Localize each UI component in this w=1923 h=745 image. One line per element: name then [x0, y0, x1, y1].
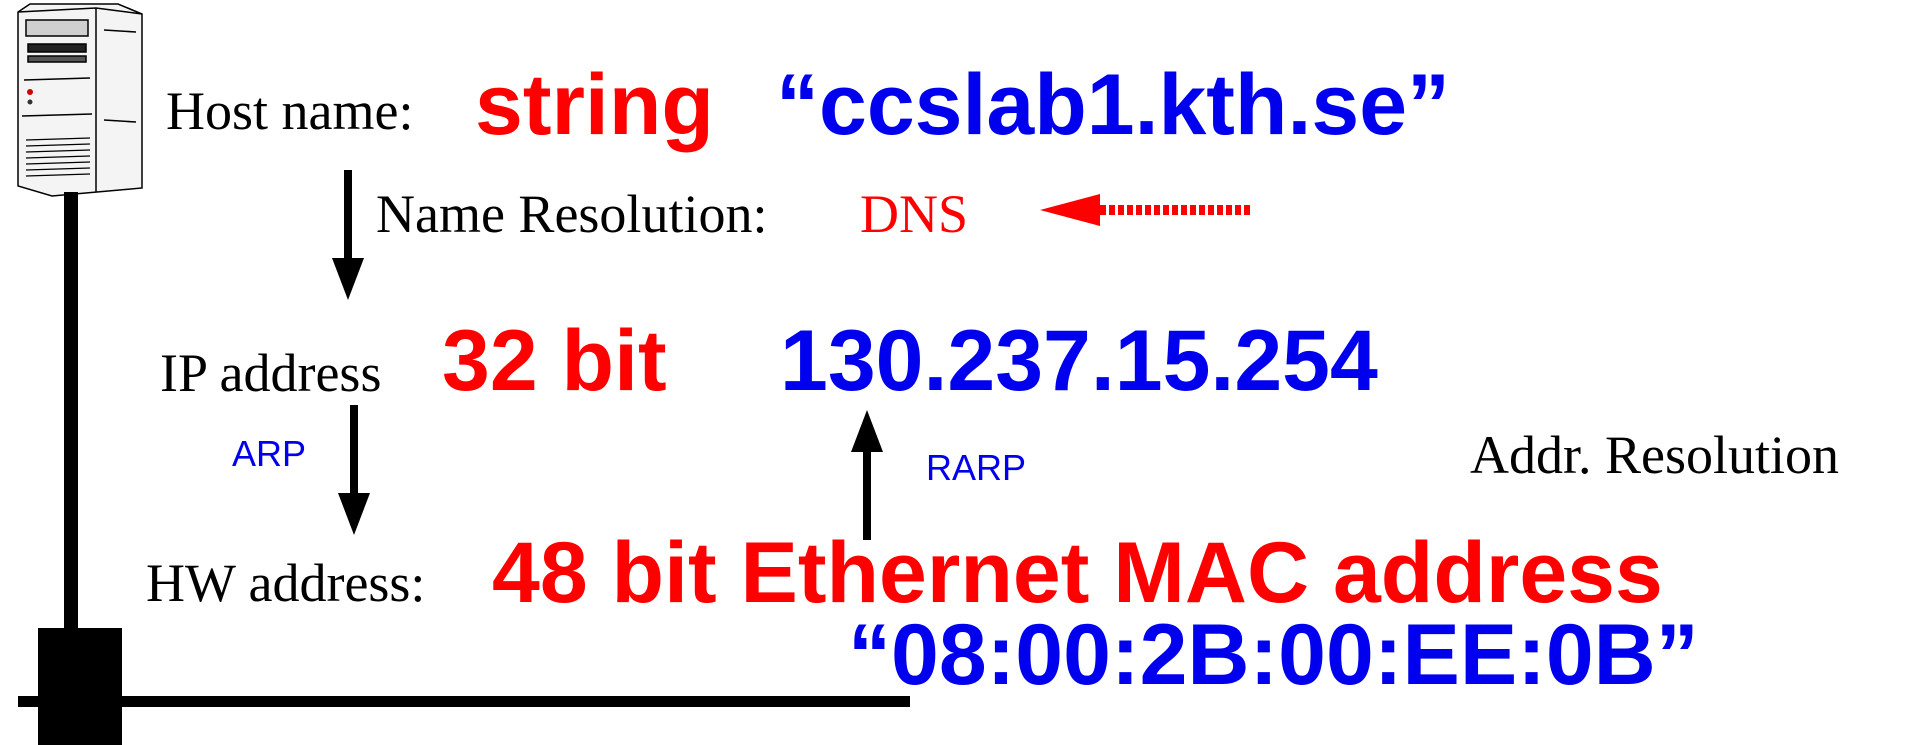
mac-address-value: “08:00:2B:00:EE:0B” [848, 607, 1699, 703]
drop-cable [64, 192, 78, 632]
network-transceiver-icon [38, 628, 122, 745]
arp-label: ARP [232, 433, 307, 474]
host-name-label: Host name: [166, 81, 414, 141]
dns-label: DNS [860, 184, 969, 244]
ethernet-bus [18, 696, 910, 707]
host-name-type: string [475, 57, 714, 153]
name-resolution-label: Name Resolution: [376, 184, 768, 244]
ip-bit-size: 32 bit [442, 313, 667, 409]
rarp-label: RARP [926, 447, 1027, 488]
rarp-arrow [851, 410, 883, 540]
ip-address-value: 130.237.15.254 [780, 313, 1378, 409]
server-tower-icon [17, 3, 143, 197]
dns-pointer-arrow [1040, 194, 1250, 226]
ip-address-label: IP address [160, 343, 382, 403]
hw-address-label: HW address: [146, 553, 426, 613]
name-resolution-arrow [332, 170, 364, 300]
addr-resolution-label: Addr. Resolution [1470, 425, 1840, 485]
hw-address-description: 48 bit Ethernet MAC address [492, 525, 1663, 621]
host-name-value: “ccslab1.kth.se” [776, 57, 1451, 153]
arp-arrow [338, 405, 370, 535]
